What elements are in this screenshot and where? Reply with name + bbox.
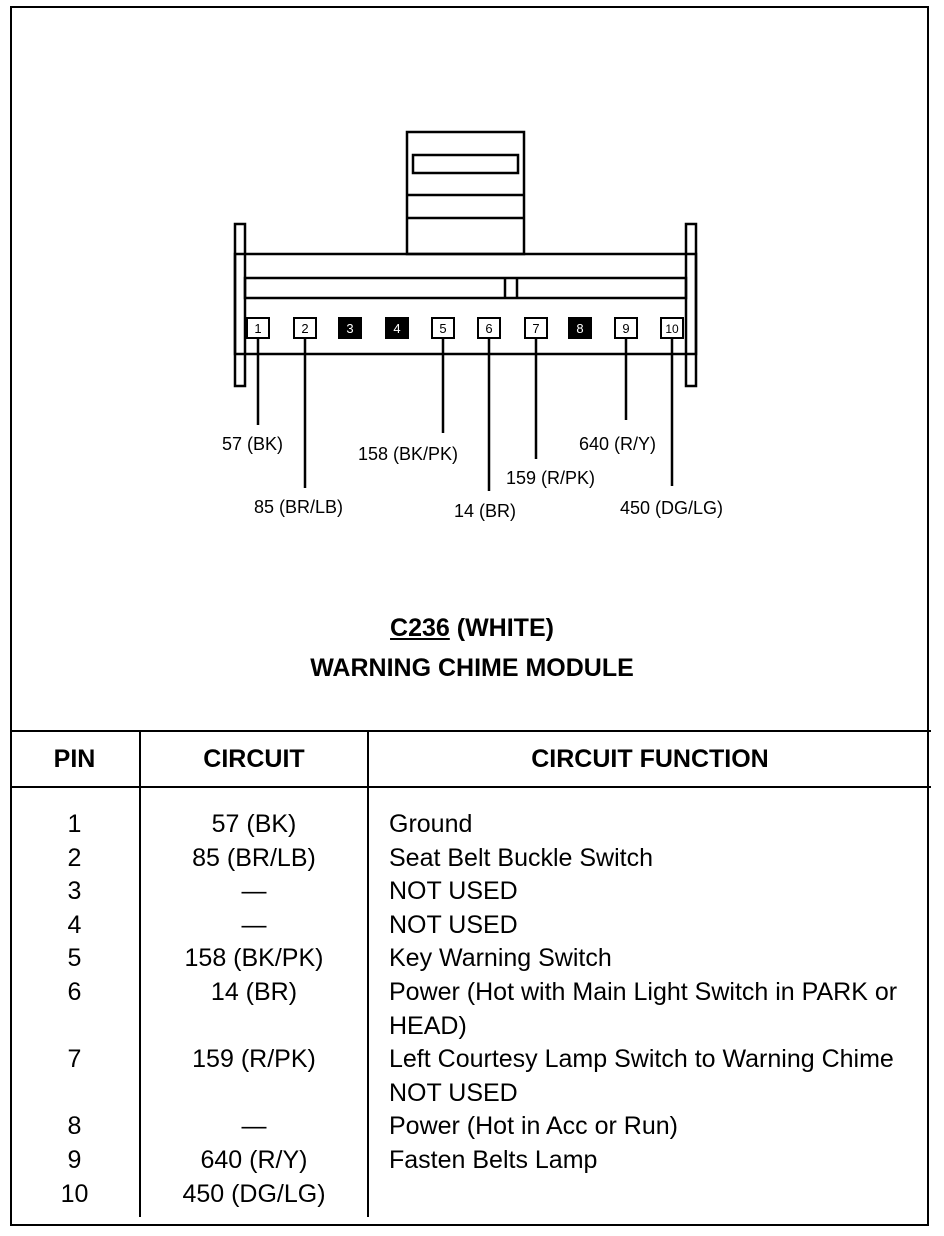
function-cell: Ground	[389, 810, 473, 838]
wire-label-pin2: 85 (BR/LB)	[254, 497, 343, 517]
pin-cell: 10	[60, 1179, 89, 1208]
pin-2: 2	[293, 317, 317, 339]
table-divider	[10, 730, 931, 732]
pin-number-1: 1	[254, 321, 261, 336]
pin-cell: 5	[67, 944, 82, 973]
pin-cell: 1	[67, 810, 82, 838]
pin-cell: 6	[67, 977, 82, 1006]
function-cell: NOT USED	[389, 877, 518, 906]
circuit-cell: —	[241, 910, 267, 939]
pin-number-10: 10	[665, 322, 679, 336]
pin-box-4	[385, 317, 409, 339]
pin-cell: 3	[67, 877, 82, 906]
function-cell: Seat Belt Buckle Switch	[389, 843, 654, 872]
connector-id: C236	[390, 614, 450, 642]
wire-label-pin6: 14 (BR)	[454, 501, 516, 521]
pin-box-8	[568, 317, 592, 339]
pin-1: 1	[246, 317, 270, 339]
pin-number-4: 4	[393, 321, 400, 336]
pin-10: 10	[660, 317, 684, 339]
function-cell: Power (Hot in Acc or Run)	[389, 1112, 678, 1141]
connector-title: C236 (WHITE)	[0, 614, 944, 643]
function-cell: Left Courtesy Lamp Switch to Warning Chi…	[389, 1045, 894, 1074]
table-header-row: PIN CIRCUIT CIRCUIT FUNCTION	[10, 732, 931, 788]
pin-3: 3	[338, 317, 362, 339]
wire-label-pin7: 159 (R/PK)	[506, 468, 595, 488]
connector-body	[233, 252, 698, 356]
wire-label-pin9: 640 (R/Y)	[579, 434, 656, 454]
function-cell: Fasten Belts Lamp	[389, 1145, 598, 1174]
pin-cell: 8	[67, 1112, 82, 1141]
pin-boxes: 1 2 3 4 5 6 7 8 9 10	[246, 317, 684, 339]
right-ear	[684, 222, 698, 388]
circuit-cell: 57 (BK)	[211, 810, 297, 838]
pin-number-9: 9	[622, 321, 629, 336]
wire-label-pin10: 450 (DG/LG)	[620, 498, 723, 518]
pin-number-2: 2	[301, 321, 308, 336]
pin-cell: 4	[67, 910, 82, 939]
circuit-cell: 85 (BR/LB)	[192, 843, 316, 872]
circuit-cell: —	[241, 877, 267, 906]
pin-number-3: 3	[346, 321, 353, 336]
pin-5: 5	[431, 317, 455, 339]
pin-column: 1 2 3 4 5 6 7 8 9 10	[10, 787, 140, 1217]
pin-cell: 7	[67, 1045, 82, 1074]
pin-9: 9	[614, 317, 638, 339]
function-cell: NOT USED	[389, 910, 518, 939]
pin-6: 6	[477, 317, 501, 339]
circuit-cell: 159 (R/PK)	[192, 1045, 316, 1074]
circuit-cell: 14 (BR)	[210, 977, 298, 1006]
pin-8: 8	[568, 317, 592, 339]
circuit-cell: 640 (R/Y)	[200, 1145, 308, 1174]
pin-box-3	[338, 317, 362, 339]
table-body-row: 1 2 3 4 5 6 7 8 9 10 57 (BK) 85 (BR/LB) — — 158 (BK/P…	[10, 787, 931, 1218]
circuit-cell: 450 (DG/LG)	[182, 1179, 326, 1208]
page-frame	[10, 6, 929, 1226]
pin-number-8: 8	[576, 321, 583, 336]
wire-label-pin1: 57 (BK)	[222, 434, 283, 454]
pin-number-5: 5	[439, 321, 446, 336]
header-circuit: CIRCUIT	[139, 732, 368, 788]
pin-number-6: 6	[485, 321, 492, 336]
connector-latch	[405, 130, 526, 256]
key-slot	[243, 276, 688, 300]
left-ear	[233, 222, 247, 388]
connector-color: (WHITE)	[456, 614, 554, 642]
header-function: CIRCUIT FUNCTION	[367, 732, 931, 788]
pin-cell: 9	[67, 1145, 82, 1174]
function-cell: Power (Hot with Main Light Switch in PAR…	[389, 977, 898, 1040]
header-pin: PIN	[10, 732, 140, 788]
pin-cell: 2	[67, 843, 82, 872]
pin-number-7: 7	[532, 321, 539, 336]
function-cell: Key Warning Switch	[389, 944, 612, 973]
circuit-column: 57 (BK) 85 (BR/LB) — — 158 (BK/PK) 14 (BR) 159…	[139, 787, 368, 1218]
connector-diagram: 1 2 3 4 5 6 7 8 9 10 57 (BK) 85 (BR/LB) 158 (BK/P…	[222, 130, 723, 521]
pin-7: 7	[524, 317, 548, 339]
latch-slot	[411, 153, 520, 175]
circuit-cell: —	[241, 1112, 267, 1141]
function-cell: NOT USED	[389, 1078, 518, 1107]
wire-lines	[256, 338, 674, 491]
circuit-cell: 158 (BK/PK)	[184, 944, 324, 973]
wire-label-pin5: 158 (BK/PK)	[358, 444, 458, 464]
pin-table: PIN CIRCUIT CIRCUIT FUNCTION 1 2 3 4 5 6 7 8 9 10…	[10, 732, 931, 1218]
pin-4: 4	[385, 317, 409, 339]
module-name: WARNING CHIME MODULE	[310, 654, 634, 682]
